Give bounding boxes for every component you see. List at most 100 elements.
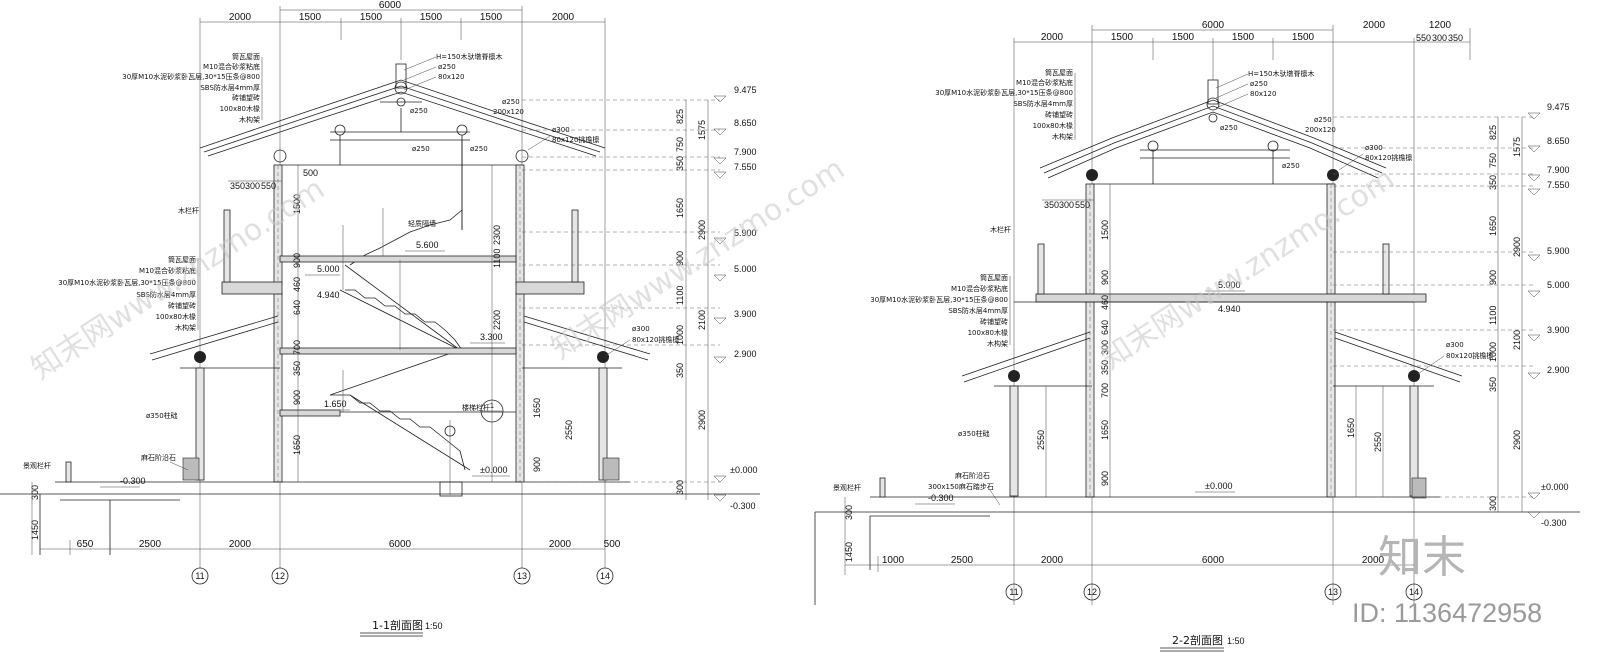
svg-text:460: 460 [292,277,302,292]
section-title: 1-1剖面图 1:50 [360,618,443,637]
balcony-rail-note: 木栏杆 [990,225,1011,234]
svg-text:900: 900 [532,457,542,472]
bottom-dimension-chain: 650 2500 2000 6000 2000 500 [40,539,621,555]
level-mark: 8.650 [734,118,757,128]
svg-text:1100: 1100 [1488,306,1498,325]
svg-text:300: 300 [675,480,685,495]
roof-note: 筒瓦屋面 [232,52,260,61]
floor-level: 5.000 [1218,280,1241,290]
top-dim: 1500 [1111,32,1134,43]
axis-bubbles: 11 12 13 14 [191,555,614,585]
svg-text:900: 900 [675,251,685,266]
level-mark: 7.550 [1547,180,1570,190]
ridge-note: 80x120 [1250,90,1276,98]
axis-label: 11 [195,571,204,581]
svg-text:900: 900 [1488,270,1498,285]
top-small-dim: 300 [1432,33,1447,43]
ground: 景观栏杆 -0.300 300 1450 [814,477,1580,605]
roof-note: 30厚M10水泥砂浆卧瓦层,30*15压条@800 [122,72,260,81]
second-floor-slab: 木栏杆 [178,206,585,295]
svg-text:350: 350 [1488,377,1498,392]
ground-dim: 1450 [844,542,854,562]
step-note: 300x150麻石踏步石 [928,482,994,491]
svg-text:1000: 1000 [1488,342,1498,362]
mid-note: ø250 [1282,162,1300,170]
roof-note: 筒瓦屋面 [1045,68,1073,77]
eave-note: 80x120挑檐檩 [552,135,599,144]
stair-level: 5.600 [416,240,439,250]
eave-small-dim: 300 [1059,200,1074,210]
svg-text:2550: 2550 [1036,430,1046,450]
svg-text:300: 300 [1488,496,1498,511]
level-mark: 7.900 [734,147,757,157]
ground-level: -0.300 [120,476,146,486]
site-watermark: 知末网www.znzmo.com [1095,161,1401,376]
floor-level: 4.940 [1218,304,1241,314]
top-overall-dim: 6000 [1202,20,1225,31]
svg-text:900: 900 [292,253,302,268]
svg-text:2100: 2100 [1512,330,1522,350]
svg-text:2550: 2550 [564,420,574,440]
mid-note: 200x120 [1305,126,1336,134]
level-mark: 7.900 [1547,165,1570,175]
top-dim: 1500 [1292,32,1315,43]
floor-note: 30厚M10水泥砂浆卧瓦层,30*15压条@800 [58,278,196,287]
roof-note: 100x80木椽 [1033,121,1073,130]
svg-text:900: 900 [1100,471,1110,486]
top-dim: 1500 [420,12,443,23]
svg-text:900: 900 [1100,270,1110,285]
roof-note: M10混合砂浆粘底 [203,62,260,71]
svg-text:350: 350 [1488,175,1498,190]
top-dim: 1500 [299,12,322,23]
top-dim: 2000 [552,12,575,23]
eave-small-dim: 550 [261,181,276,191]
floor-note: M10混合砂浆粘底 [951,284,1008,293]
ridge-note: ø250 [438,63,456,71]
upper-roof [199,63,606,230]
ridge-note: H=150木驮墩脊檩木 [1248,69,1315,78]
level-mark: -0.300 [730,501,756,511]
level-mark: 5.900 [1547,246,1570,256]
axis-label: 14 [600,571,610,581]
svg-text:900: 900 [292,390,302,405]
svg-text:2200: 2200 [492,310,502,330]
svg-text:1650: 1650 [1488,216,1498,236]
watermarks: 知末网www.znzmo.com 知末网www.znzmo.com 知末网www… [25,151,1542,628]
mid-note: ø250 [410,107,428,115]
ground-dim: 300 [844,505,854,520]
column-note: ø350柱础 [958,429,990,438]
bottom-dim: 2000 [229,539,252,550]
site-watermark: 知末网www.znzmo.com [545,151,851,366]
floor-note: 100x80木椽 [156,312,196,321]
floor-note: M10混合砂浆粘底 [139,266,196,275]
id-watermark: ID: 1136472958 [1352,598,1542,628]
stair-level: 5.000 [317,264,340,274]
level-mark: 7.550 [734,162,757,172]
roof-note: 30厚M10水泥砂浆卧瓦层,30*15压条@800 [935,88,1073,97]
plinth-note: 麻石阶沿石 [141,453,176,462]
lower-eave-note: ø300 [1446,341,1464,349]
inner-vertical-dims: 1500 900 460 640 300 350 700 1650 900 25… [1036,184,1384,497]
axis-label: 11 [1009,587,1018,597]
svg-text:2900: 2900 [1512,430,1522,450]
eave-small-dim: 550 [1075,200,1090,210]
level-mark: 3.900 [734,309,757,319]
level-mark: ±0.000 [730,465,757,475]
svg-text:750: 750 [675,137,685,152]
svg-text:460: 460 [1100,295,1110,310]
svg-text:300: 300 [1100,340,1110,355]
mid-note: 200x120 [493,108,524,116]
ground: 景观栏杆 -0.300 300 1450 [0,461,760,555]
svg-text:1650: 1650 [675,198,685,218]
svg-text:1000: 1000 [675,325,685,345]
right-level-chain: 825 750 350 1650 900 1100 1000 350 300 1… [522,85,757,511]
svg-text:350: 350 [675,363,685,378]
section-scale: 1:50 [425,621,443,631]
plinth-note: 麻石阶沿石 [955,471,990,480]
top-dimension-chain: 6000 2000 1500 1500 1500 1500 2000 1200 … [1013,20,1471,605]
stair-level: ±0.000 [480,465,507,475]
bottom-dimension-chain: 1000 2500 2000 6000 2000 [845,555,1414,572]
ground-columns: ø350柱础 麻石阶沿石 300x150麻石踏步石 [928,385,1427,506]
floor-note: 筒瓦屋面 [168,255,196,264]
